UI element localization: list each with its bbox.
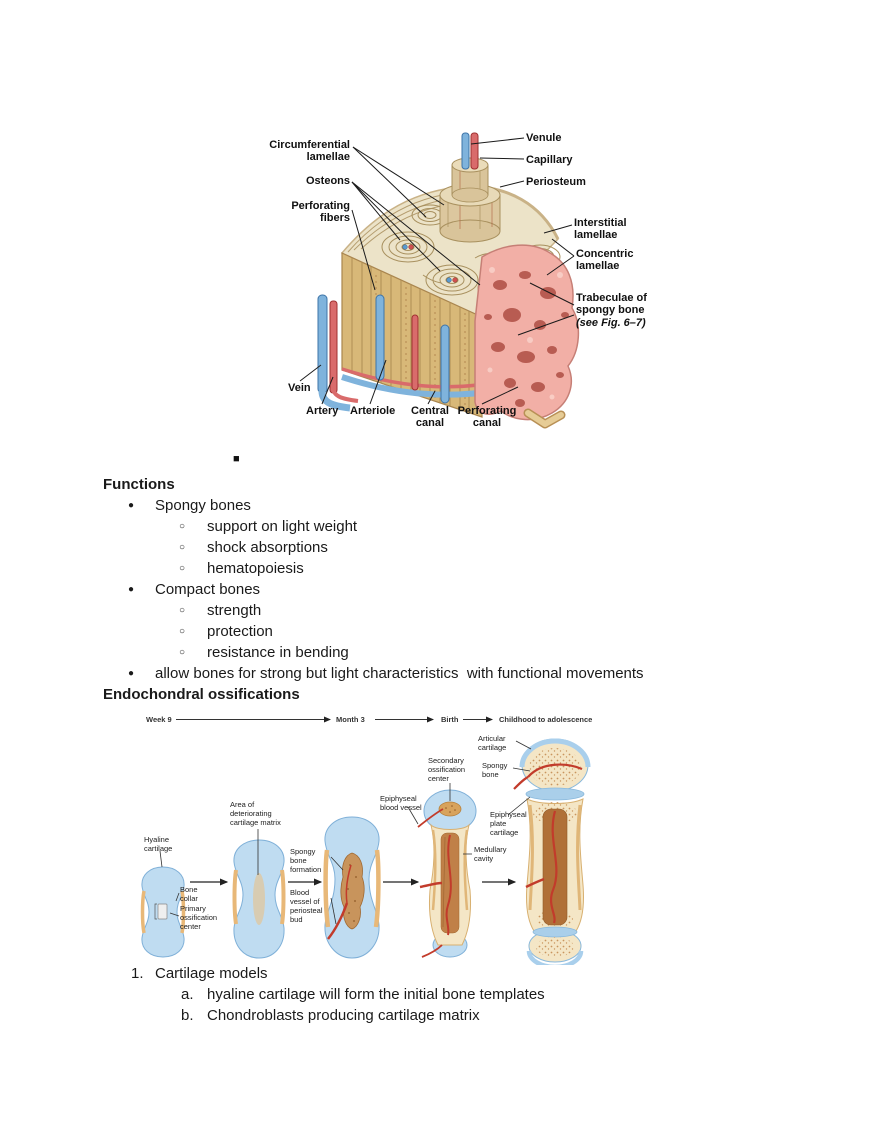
label-hyaline-cartilage: Hyaline cartilage [144, 835, 173, 853]
endochondral-heading: Endochondral ossifications [103, 686, 300, 703]
bullet-marker: ○ [179, 626, 186, 637]
label-perforating-fibers: Perforating fibers [291, 200, 350, 225]
outline-item: ○ shock absorptions [179, 539, 328, 556]
label-articular-cartilage: Articular cartilage [478, 734, 507, 752]
leader-lines [159, 740, 532, 925]
label-perforating-canal: Perforating canal [457, 405, 517, 430]
bullet-marker: ○ [179, 605, 186, 616]
label-secondary-ossification-center: Secondary ossification center [428, 756, 466, 783]
label-trabeculae-text: Trabeculae of spongy bone [576, 292, 647, 317]
outline-item: ○ resistance in bending [179, 644, 349, 661]
label-concentric-lamellae: Concentric lamellae [576, 248, 634, 273]
label-interstitial-lamellae: Interstitial lamellae [574, 217, 627, 242]
label-arteriole: Arteriole [350, 405, 396, 417]
label-trabeculae: Trabeculae of spongy bone (see Fig. 6–7) [576, 292, 660, 329]
figure-endochondral-ossification: Week 9 Month 3 Birth Childhood to adoles… [130, 705, 640, 965]
outline-item: ○ support on light weight [179, 518, 358, 535]
label-epiphyseal-blood-vessel: Epiphyseal blood vessel [380, 794, 422, 812]
compact-bone-art [299, 132, 580, 429]
label-bone-collar: Bone collar [180, 885, 198, 903]
label-spongy-bone-formation: Spongy bone formation [290, 847, 322, 874]
bullet-marker: ○ [179, 542, 186, 553]
raised-osteon-cylinder [439, 132, 501, 243]
bullet-marker: ○ [179, 563, 186, 574]
bullet-marker: ● [128, 500, 135, 511]
outline-item: ○ protection [179, 623, 273, 640]
cartilage-models-list: 1. Cartilage models a. hyaline cartilage… [103, 963, 823, 1026]
label-osteons: Osteons [305, 175, 350, 187]
ossification-art [140, 716, 591, 965]
label-circumferential-lamellae: Circumferential lamellae [269, 139, 350, 164]
spongy-bone-region [474, 244, 580, 429]
stage-1-cartilage-model [140, 866, 186, 958]
bullet-marker: ● [128, 668, 135, 679]
label-periosteum: Periosteum [526, 176, 586, 188]
stage-2-deteriorating-matrix [232, 839, 286, 959]
bullet-marker: ○ [179, 647, 186, 658]
letter-marker: a. [181, 986, 194, 1003]
label-area-deteriorating-matrix: Area of deteriorating cartilage matrix [230, 800, 281, 827]
label-artery: Artery [306, 405, 339, 417]
bullet-marker: ● [128, 584, 135, 595]
stage-4-secondary-ossification [417, 789, 477, 958]
capillary-vessel [470, 132, 479, 170]
timeline-childhood: Childhood to adolescence [499, 715, 593, 724]
label-spongy-bone: Spongy bone [482, 761, 508, 779]
stage-3-spongy-bone-formation [323, 816, 381, 959]
label-blood-vessel-periosteal-bud: Blood vessel of periosteal bud [290, 888, 323, 924]
bullet-marker: ○ [179, 521, 186, 532]
outline-item: ● allow bones for strong but light chara… [128, 665, 644, 682]
outline-item: ○ strength [179, 602, 262, 619]
number-marker: 1. [131, 965, 144, 982]
label-vein: Vein [288, 382, 311, 394]
notes-outline: Functions ● Spongy bones ○ support on li… [103, 474, 823, 705]
outline-item: ● Compact bones [128, 581, 261, 598]
label-central-canal: Central canal [411, 405, 449, 430]
venule-vessel [461, 132, 470, 170]
letter-marker: b. [181, 1007, 194, 1024]
outline-item: ○ hematopoiesis [179, 560, 304, 577]
label-venule: Venule [526, 132, 562, 144]
stage-5-mature-bone [513, 738, 591, 965]
label-capillary: Capillary [526, 154, 573, 166]
timeline-month3: Month 3 [336, 715, 365, 724]
outline-item: ● Spongy bones [128, 497, 251, 514]
figure-compact-bone: Circumferential lamellae Osteons Perfora… [230, 125, 660, 440]
timeline-week9: Week 9 [146, 715, 172, 724]
label-primary-ossification-center: Primary ossification center [180, 904, 218, 931]
label-medullary-cavity: Medullary cavity [474, 845, 507, 863]
timeline-birth: Birth [441, 715, 459, 724]
list-item: 1. Cartilage models [131, 965, 268, 982]
list-item: a. hyaline cartilage will form the initi… [181, 986, 545, 1003]
label-epiphyseal-plate-cartilage: Epiphyseal plate cartilage [490, 810, 527, 837]
label-trabeculae-note: (see Fig. 6–7) [576, 316, 646, 329]
blood-vessels [317, 294, 521, 412]
empty-square-bullet: ■ [233, 453, 240, 465]
leader-lines [299, 137, 575, 405]
functions-heading: Functions [103, 476, 175, 493]
list-item: b. Chondroblasts producing cartilage mat… [181, 1007, 480, 1024]
